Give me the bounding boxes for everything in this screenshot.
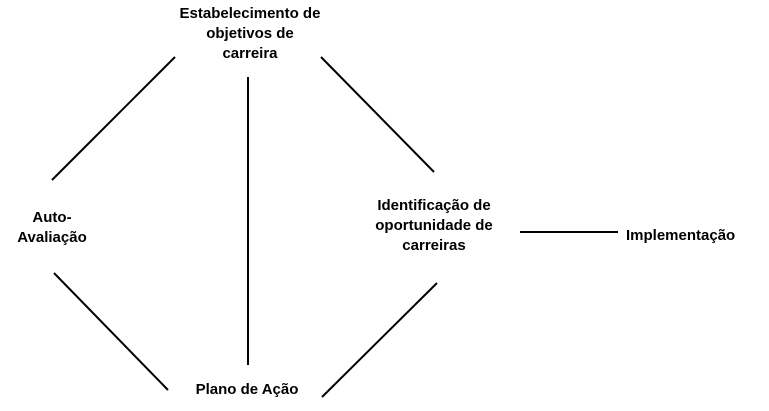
edge-opportunity-identification-to-action-plan bbox=[321, 282, 438, 398]
edge-career-goals-to-self-assessment bbox=[51, 56, 176, 181]
node-career-goals: Estabelecimento de objetivos de carreira bbox=[179, 5, 321, 62]
node-implementation: Implementação bbox=[626, 227, 736, 244]
node-opportunity-identification: Identificação de oportunidade de carreir… bbox=[375, 197, 493, 254]
edge-self-assessment-to-action-plan bbox=[53, 272, 169, 391]
edge-career-goals-to-opportunity-identification bbox=[320, 56, 435, 173]
node-self-assessment: Auto- Avaliação bbox=[17, 209, 87, 246]
node-action-plan: Plano de Ação bbox=[195, 381, 299, 398]
